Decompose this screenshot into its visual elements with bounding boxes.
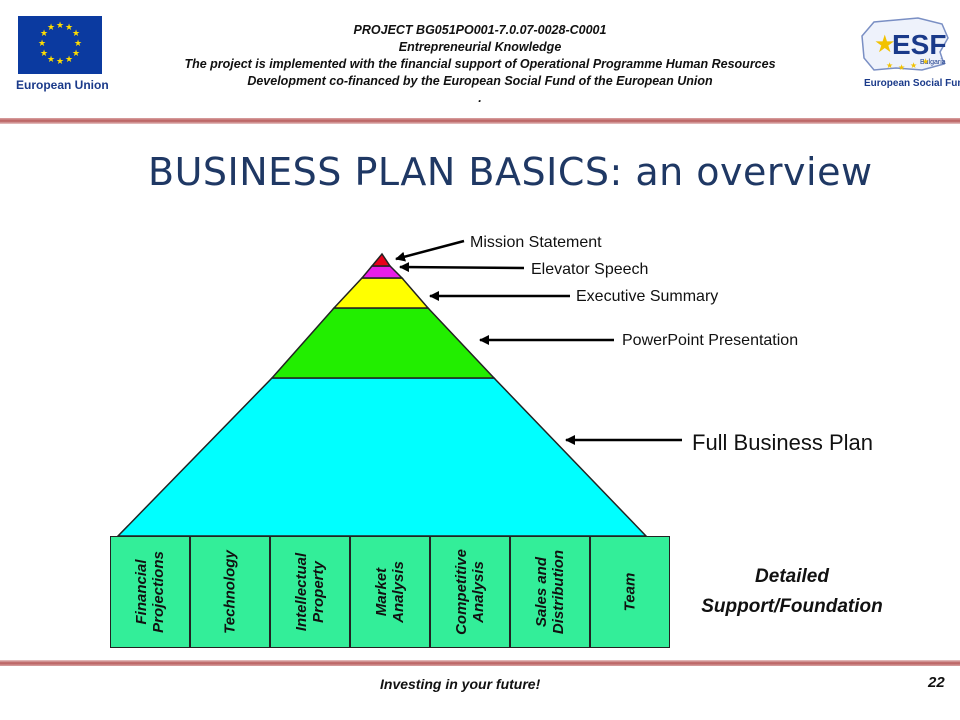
label-detailed-support: Detailed Support/Foundation bbox=[701, 566, 883, 617]
svg-text:★: ★ bbox=[65, 22, 73, 32]
foundation-label: Intellectual Property bbox=[293, 552, 327, 632]
arrow-elevator bbox=[399, 262, 525, 273]
foundation-label: Market Analysis bbox=[373, 561, 407, 623]
foundation-label: Technology bbox=[221, 550, 239, 634]
foundation-label: Team bbox=[621, 572, 639, 612]
svg-text:★: ★ bbox=[922, 57, 929, 66]
svg-text:★: ★ bbox=[56, 56, 64, 66]
foundation-competitive-analysis: Competitive Analysis bbox=[430, 536, 510, 648]
svg-text:★: ★ bbox=[910, 61, 917, 70]
svg-text:★: ★ bbox=[886, 61, 893, 70]
label-full-business-plan: Full Business Plan bbox=[692, 430, 873, 455]
pyramid-tier-elevator-speech bbox=[360, 265, 404, 279]
foundation-market-analysis: Market Analysis bbox=[350, 536, 430, 648]
esf-logo-caption: European Social Fund bbox=[864, 78, 960, 89]
svg-text:★: ★ bbox=[72, 48, 80, 58]
svg-text:★: ★ bbox=[74, 38, 82, 48]
label-executive-summary: Executive Summary bbox=[576, 288, 719, 305]
svg-text:★: ★ bbox=[65, 54, 73, 64]
footer-tagline: Investing in your future! bbox=[380, 676, 541, 692]
header-divider bbox=[0, 118, 960, 124]
funding-line-1: The project is implemented with the fina… bbox=[184, 57, 776, 71]
project-info: PROJECT BG051PO001-7.0.07-0028-C0001 Ent… bbox=[130, 22, 830, 107]
foundation-label: Financial Projections bbox=[133, 551, 167, 633]
foundation-label: Competitive Analysis bbox=[453, 549, 487, 635]
svg-text:★: ★ bbox=[56, 20, 64, 30]
pyramid-tier-executive-summary bbox=[332, 277, 430, 309]
svg-text:★: ★ bbox=[47, 54, 55, 64]
eu-logo-caption: European Union bbox=[16, 78, 109, 92]
label-powerpoint-presentation: PowerPoint Presentation bbox=[622, 332, 799, 349]
arrow-mission bbox=[395, 239, 465, 262]
foundation-sales-distribution: Sales and Distribution bbox=[510, 536, 590, 648]
footer-divider bbox=[0, 660, 960, 666]
svg-text:★: ★ bbox=[38, 38, 46, 48]
label-mission-statement: Mission Statement bbox=[470, 234, 602, 251]
pyramid-tier-mission bbox=[370, 252, 392, 267]
svg-text:★: ★ bbox=[47, 22, 55, 32]
foundation-intellectual-property: Intellectual Property bbox=[270, 536, 350, 648]
foundation-financial-projections: Financial Projections bbox=[110, 536, 190, 648]
svg-text:★: ★ bbox=[40, 48, 48, 58]
esf-logo-title: ESF bbox=[892, 29, 946, 60]
svg-text:★: ★ bbox=[72, 28, 80, 38]
svg-text:★: ★ bbox=[874, 30, 896, 58]
slide-header: ★ ★ ★ ★ ★ ★ ★ ★ ★ ★ ★ ★ European Union P… bbox=[0, 0, 960, 120]
foundation-label: Sales and Distribution bbox=[533, 549, 567, 635]
label-elevator-speech: Elevator Speech bbox=[531, 261, 649, 278]
pyramid-tier-full-business-plan bbox=[116, 377, 648, 537]
project-code: PROJECT BG051PO001-7.0.07-0028-C0001 bbox=[353, 23, 607, 37]
foundation-team: Team bbox=[590, 536, 670, 648]
eu-logo: ★ ★ ★ ★ ★ ★ ★ ★ ★ ★ ★ ★ European Union bbox=[14, 14, 114, 94]
pyramid-tier-powerpoint bbox=[270, 307, 496, 379]
esf-logo-sub: Bulgaria bbox=[920, 59, 946, 66]
svg-text:★: ★ bbox=[898, 63, 905, 72]
funding-line-2: Development co-financed by the European … bbox=[247, 74, 713, 88]
slide-title: BUSINESS PLAN BASICS: an overview bbox=[148, 150, 873, 194]
funding-line-3: . bbox=[478, 91, 482, 105]
page-number: 22 bbox=[928, 674, 945, 691]
esf-map-icon: ★ ESF Bulgaria ★★★★ bbox=[861, 17, 949, 72]
eu-flag-icon: ★ ★ ★ ★ ★ ★ ★ ★ ★ ★ ★ ★ bbox=[18, 16, 102, 74]
foundation-technology: Technology bbox=[190, 536, 270, 648]
esf-logo: ★ ESF Bulgaria ★★★★ European Social Fund bbox=[856, 14, 960, 99]
svg-text:★: ★ bbox=[40, 28, 48, 38]
project-name: Entrepreneurial Knowledge bbox=[398, 40, 562, 54]
